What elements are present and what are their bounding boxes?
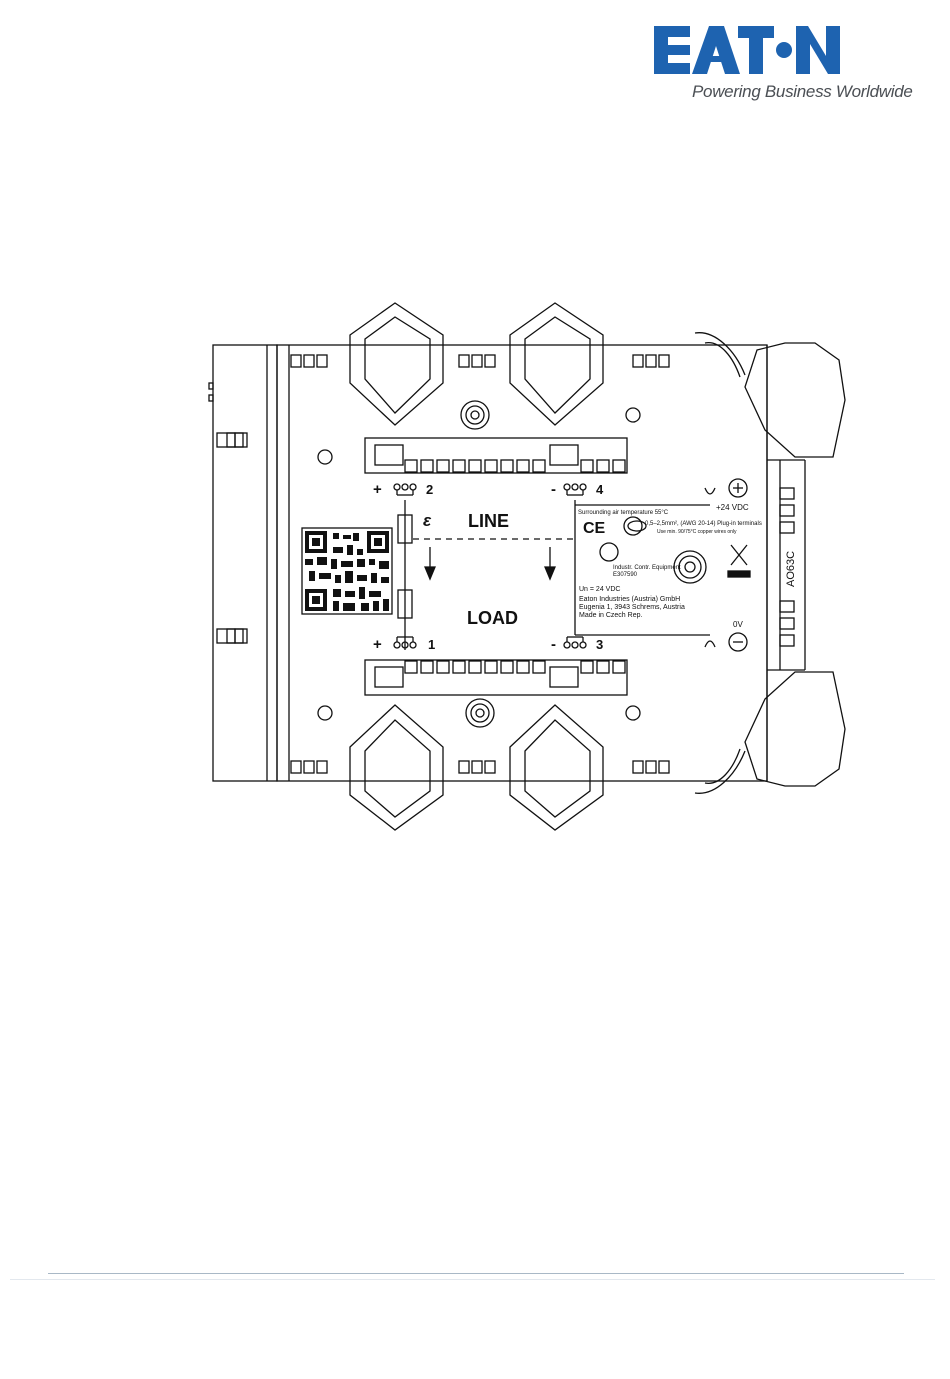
top-terminal-strip <box>364 437 628 474</box>
qr-code <box>301 527 393 615</box>
address-line-2: Eugenia 1, 3943 Schrems, Austria <box>579 604 685 611</box>
terminal-4-label: 4 <box>596 482 604 497</box>
line-label: LINE <box>468 511 509 531</box>
terminal-minus-top: - <box>551 481 556 498</box>
un-text: Un = 24 VDC <box>579 586 620 593</box>
footer-divider-light <box>10 1279 935 1280</box>
eaton-wordmark <box>654 26 840 74</box>
terminal-minus-bottom: - <box>551 636 556 653</box>
ul-text-1: Industr. Contr. Equipment <box>613 565 681 571</box>
eaton-logo: Powering Business Worldwide <box>654 26 913 104</box>
temp-text: Surrounding air temperature 55°C <box>578 510 669 516</box>
bottom-connectors <box>290 698 670 831</box>
address-line-3: Made in Czech Rep. <box>579 612 642 619</box>
terminal-1-label: 1 <box>428 637 435 652</box>
side-code: AO63C <box>785 551 797 587</box>
terminal-3-label: 3 <box>596 637 603 652</box>
right-din-clips <box>694 332 846 794</box>
terminal-2-label: 2 <box>426 482 433 497</box>
terminal-plus-bottom: + <box>373 636 382 653</box>
bottom-terminal-strip <box>364 659 628 696</box>
terminal-plus-top: + <box>373 481 382 498</box>
wire-text-2: Use min. 90/75°C copper wires only <box>657 529 737 535</box>
ul-text-2: E307590 <box>613 572 638 578</box>
top-connectors <box>290 302 670 465</box>
load-label: LOAD <box>467 608 518 628</box>
schematic <box>393 478 751 652</box>
left-housing <box>208 344 278 782</box>
device-drawing: + 2 - 4 + 1 - 3 ε LINE LOAD +24 VDC 0V A… <box>208 302 846 831</box>
supply-minus-label: 0V <box>733 620 743 629</box>
footer-divider <box>48 1273 904 1274</box>
tagline: Powering Business Worldwide <box>692 82 913 101</box>
supply-plus-label: +24 VDC <box>716 503 749 512</box>
address-line-1: Eaton Industries (Austria) GmbH <box>579 596 680 603</box>
e-symbol: ε <box>423 511 432 530</box>
ce-mark: CE <box>583 520 606 537</box>
wire-text-1: 0,5–2,5mm², (AWG 20-14) Plug-in terminal… <box>645 521 762 527</box>
